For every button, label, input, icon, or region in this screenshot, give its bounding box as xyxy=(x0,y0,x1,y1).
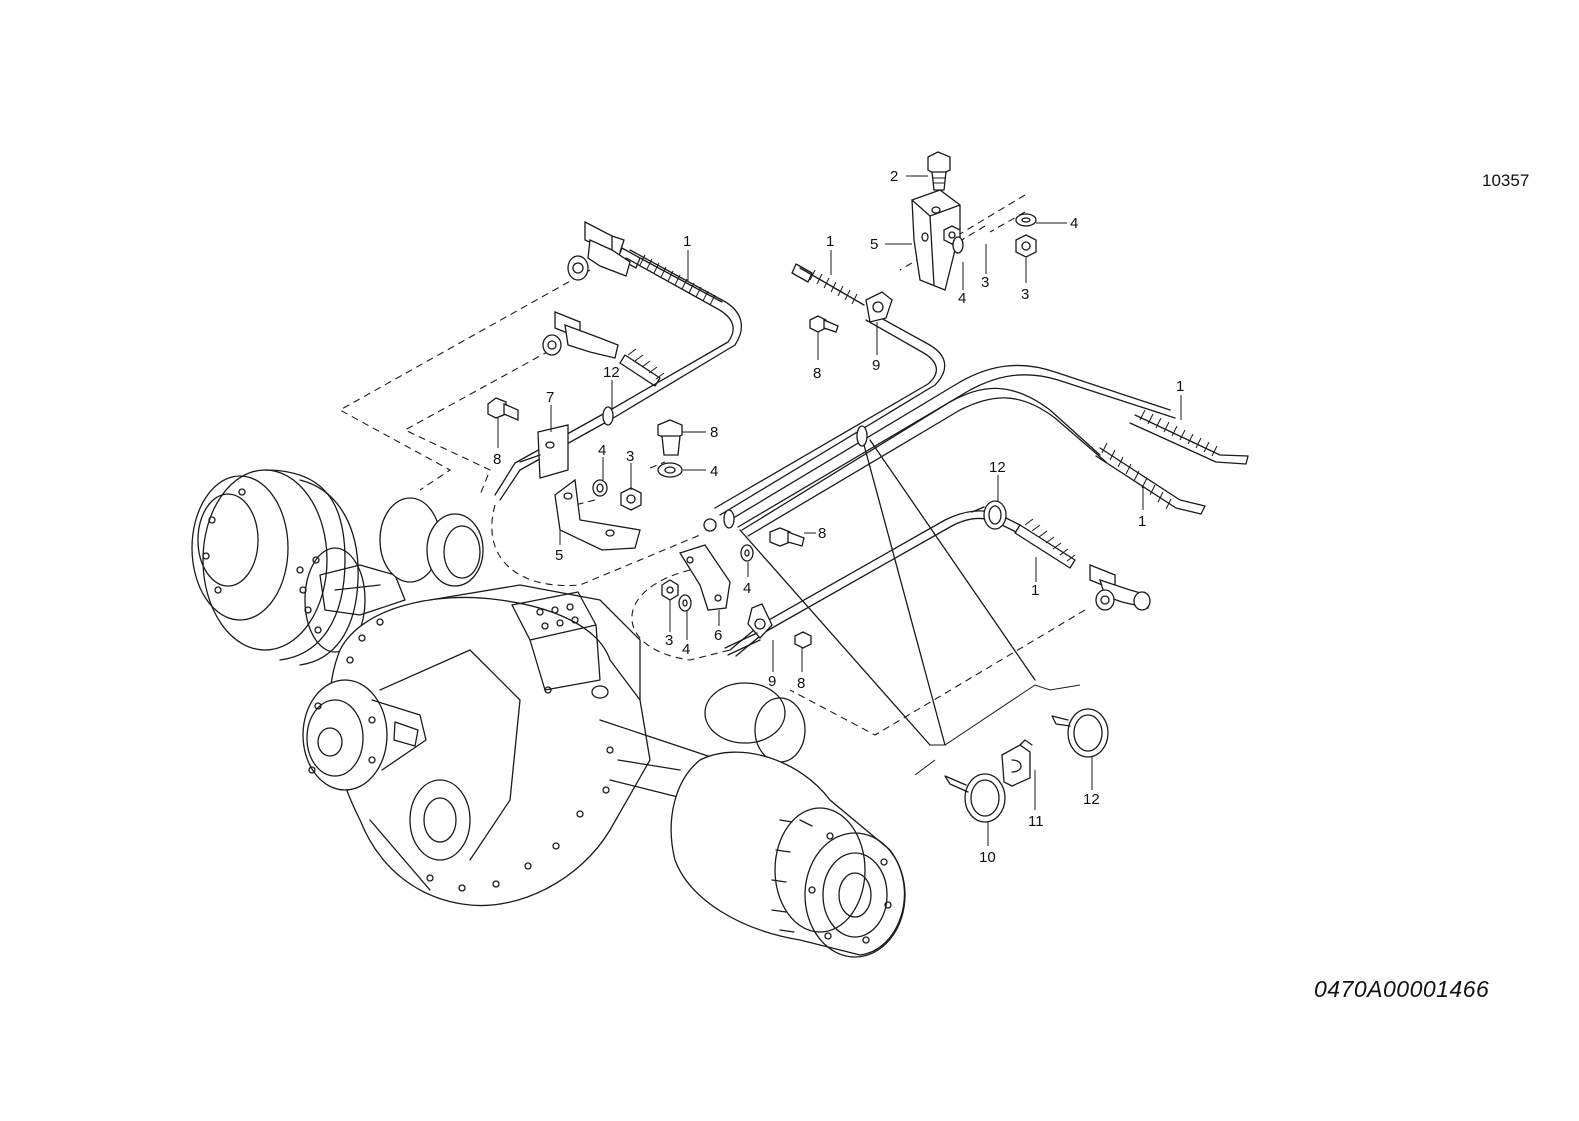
callout-8-lower: 8 xyxy=(797,675,805,692)
callout-4-left: 4 xyxy=(598,442,606,459)
callout-12-right: 12 xyxy=(989,459,1006,476)
bracket-left-7 xyxy=(519,424,569,479)
callout-8-left: 8 xyxy=(493,451,501,468)
callout-7: 7 xyxy=(546,389,554,406)
hose-guard-right-upper xyxy=(1129,409,1249,465)
callout-4-center: 4 xyxy=(743,580,751,597)
input-flange xyxy=(302,679,427,791)
hose-guard-left-small xyxy=(619,348,665,387)
hose-clamp-12-lower xyxy=(1051,708,1109,758)
grommet-11 xyxy=(1001,739,1033,787)
callout-3-lower: 3 xyxy=(665,632,673,649)
callout-4-center-left: 4 xyxy=(710,463,718,480)
t-fitting-upper xyxy=(567,220,631,281)
callout-1-upper-left: 1 xyxy=(683,233,691,250)
left-wheel-hub xyxy=(191,469,366,666)
bracket-upper-right xyxy=(911,189,961,291)
t-fitting-right xyxy=(1089,564,1151,611)
callout-9-upper: 9 xyxy=(872,357,880,374)
hose-guard-right-mid xyxy=(1014,518,1076,569)
hose-guards xyxy=(617,247,1249,569)
callout-1-right-mid: 1 xyxy=(1031,582,1039,599)
small-hardware xyxy=(487,213,1037,656)
hose-clamp-12-upper xyxy=(971,500,1007,530)
axle-assembly xyxy=(191,469,906,958)
callout-4-lower: 4 xyxy=(682,641,690,658)
callout-3-upper-right: 3 xyxy=(1021,286,1029,303)
callout-12-left: 12 xyxy=(603,364,620,381)
hose-guard-upper-left xyxy=(617,247,723,306)
hose-guard-upper-center xyxy=(791,263,865,306)
t-fitting-middle xyxy=(542,311,619,359)
callout-5-left: 5 xyxy=(555,547,563,564)
callout-4-upper: 4 xyxy=(958,290,966,307)
callout-11: 11 xyxy=(1028,813,1044,830)
right-wheel-hub xyxy=(670,751,906,958)
callout-8-center: 8 xyxy=(818,525,826,542)
callout-12-lower: 12 xyxy=(1083,791,1100,808)
detail-parts xyxy=(944,500,1109,823)
callout-8-center-left: 8 xyxy=(710,424,718,441)
drawing-number: 0470A00001466 xyxy=(1314,976,1490,1002)
hose-clamp-10 xyxy=(944,773,1006,823)
right-axle-tube-stub xyxy=(704,682,806,763)
left-brake-boss xyxy=(379,497,484,587)
callout-5-upper: 5 xyxy=(870,236,878,253)
callout-3-upper: 3 xyxy=(981,274,989,291)
callout-8-upper: 8 xyxy=(813,365,821,382)
callout-3-left: 3 xyxy=(626,448,634,465)
hose-guard-right-lower xyxy=(1095,442,1206,515)
bracket-right-6 xyxy=(679,544,731,611)
bracket-left-5 xyxy=(554,478,641,551)
callout-1-upper-center: 1 xyxy=(826,233,834,250)
callout-10: 10 xyxy=(979,849,996,866)
callout-2: 2 xyxy=(890,168,898,185)
reference-number: 10357 xyxy=(1482,171,1530,190)
callout-labels: 1 12 7 8 8 4 3 4 5 2 5 1 4 3 4 3 8 9 1 1… xyxy=(493,168,1184,866)
callout-1-right-upper: 1 xyxy=(1176,378,1184,395)
callout-1-right-lower: 1 xyxy=(1138,513,1146,530)
callout-4-upper-right: 4 xyxy=(1070,215,1078,232)
bolt-2 xyxy=(927,151,951,191)
leader-lines xyxy=(497,175,1182,846)
differential-housing xyxy=(328,584,651,907)
callout-6: 6 xyxy=(714,627,722,644)
callout-9-lower: 9 xyxy=(768,673,776,690)
brake-lines xyxy=(494,249,1176,776)
